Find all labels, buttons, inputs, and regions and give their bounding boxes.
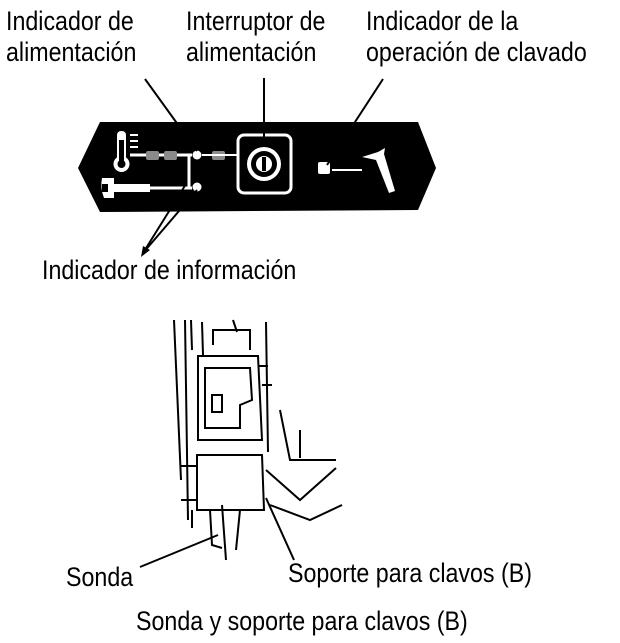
connector-block xyxy=(164,151,177,160)
label-power-switch-line-2: alimentación xyxy=(186,37,317,67)
label-power-indicator-line-2: alimentación xyxy=(6,37,137,67)
nail-icon xyxy=(362,148,395,193)
label-info-indicator: Indicador de información xyxy=(42,255,297,285)
leader-line xyxy=(142,189,198,254)
label-power-switch: Interruptor de alimentación xyxy=(186,6,325,68)
label-probe: Sonda xyxy=(66,562,134,592)
tool-nose-illustration xyxy=(173,319,343,561)
label-nail-guide: Soporte para clavos (B) xyxy=(288,558,532,588)
leader-line xyxy=(139,534,219,568)
label-nail-indicator: Indicador de la operación de clavado xyxy=(366,6,587,68)
thermometer-icon xyxy=(113,131,138,172)
info-indicator-led xyxy=(192,182,202,192)
label-power-indicator: Indicador de alimentación xyxy=(6,6,136,68)
power-icon xyxy=(262,157,266,171)
label-nail-indicator-line-1: Indicador de la xyxy=(366,6,519,36)
label-power-indicator-line-1: Indicador de xyxy=(6,6,134,36)
power-switch-button[interactable] xyxy=(236,133,293,195)
leader-line xyxy=(265,497,295,561)
leader-line xyxy=(144,78,198,152)
label-bottom-caption: Sonda y soporte para clavos (B) xyxy=(136,606,468,636)
label-nail-indicator-line-2: operación de clavado xyxy=(366,37,587,67)
leader-line xyxy=(326,78,384,166)
label-power-switch-line-1: Interruptor de xyxy=(186,6,326,36)
arrowhead xyxy=(141,246,150,257)
connector-block xyxy=(146,151,159,160)
leader-line xyxy=(142,183,187,254)
power-indicator-led xyxy=(192,150,202,160)
wrench-icon xyxy=(101,178,150,198)
